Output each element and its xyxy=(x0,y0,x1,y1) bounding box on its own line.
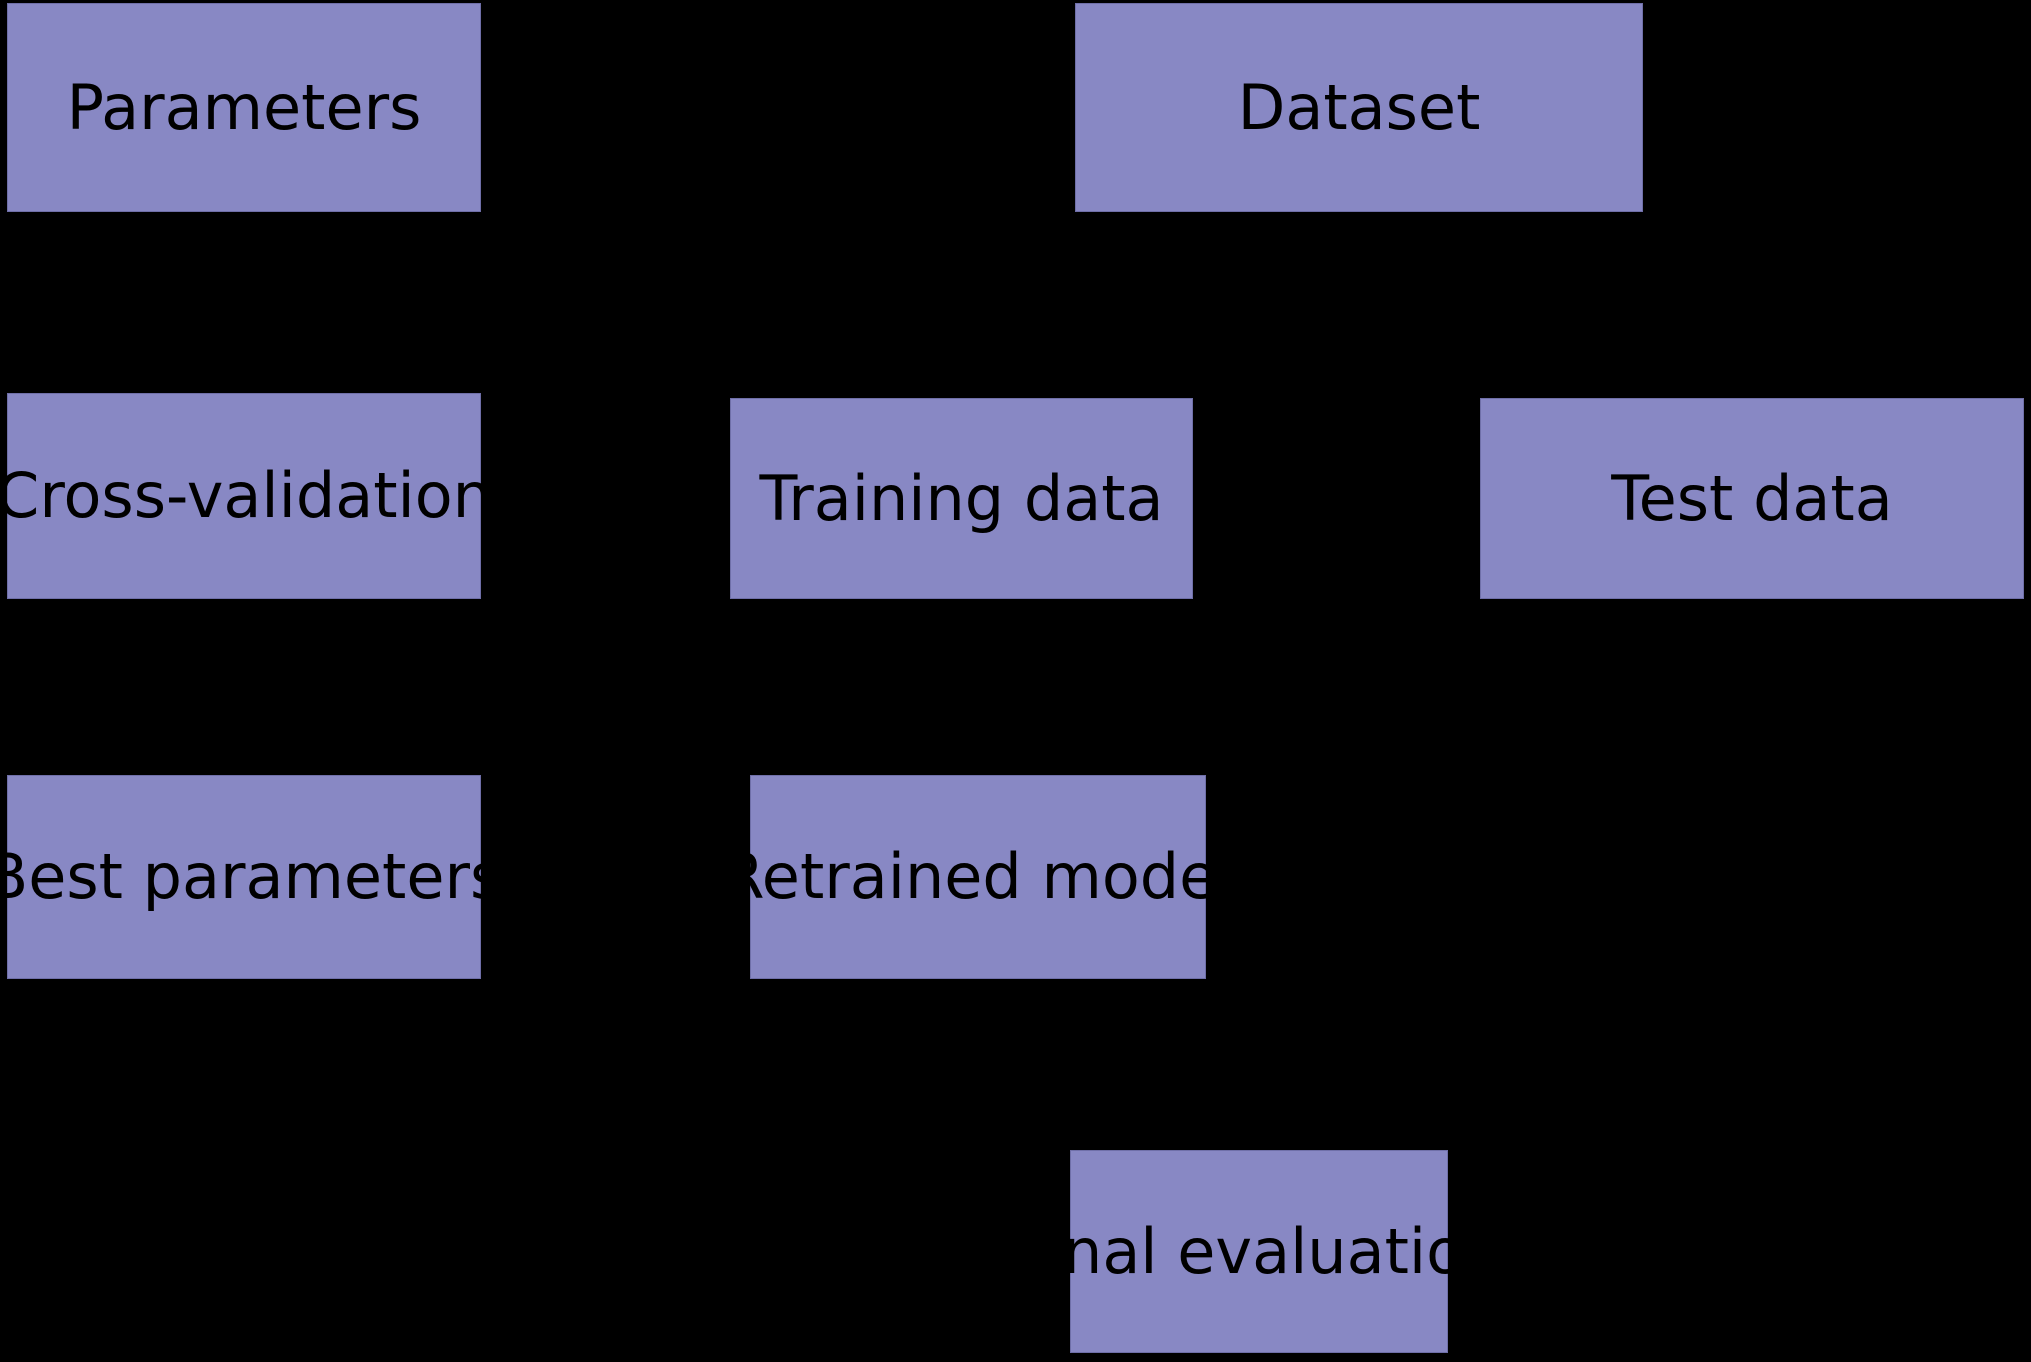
diagram-node-label: Training data xyxy=(759,461,1164,535)
diagram-node-label: Retrained model xyxy=(721,840,1235,913)
diagram-node-label: Final evaluation xyxy=(1014,1214,1504,1288)
diagram-node-best-parameters[interactable]: Best parameters xyxy=(0,775,502,979)
diagram-node-final-evaluation[interactable]: Final evaluation xyxy=(1015,1150,1503,1353)
diagram-node-label: Test data xyxy=(1611,461,1893,535)
diagram-node-parameters[interactable]: Parameters xyxy=(7,3,481,212)
diagram-node-label: Cross-validation xyxy=(0,459,492,532)
diagram-node-label: Dataset xyxy=(1237,70,1481,144)
diagram-node-dataset[interactable]: Dataset xyxy=(1075,3,1643,212)
diagram-node-label: Best parameters xyxy=(0,840,503,913)
diagram-node-training-data[interactable]: Training data xyxy=(730,398,1193,599)
diagram-node-test-data[interactable]: Test data xyxy=(1480,398,2024,599)
diagram-node-cross-validation[interactable]: Cross-validation xyxy=(0,393,492,599)
diagram-node-label: Parameters xyxy=(66,70,422,144)
diagram-node-retrained-model[interactable]: Retrained model xyxy=(722,775,1235,979)
